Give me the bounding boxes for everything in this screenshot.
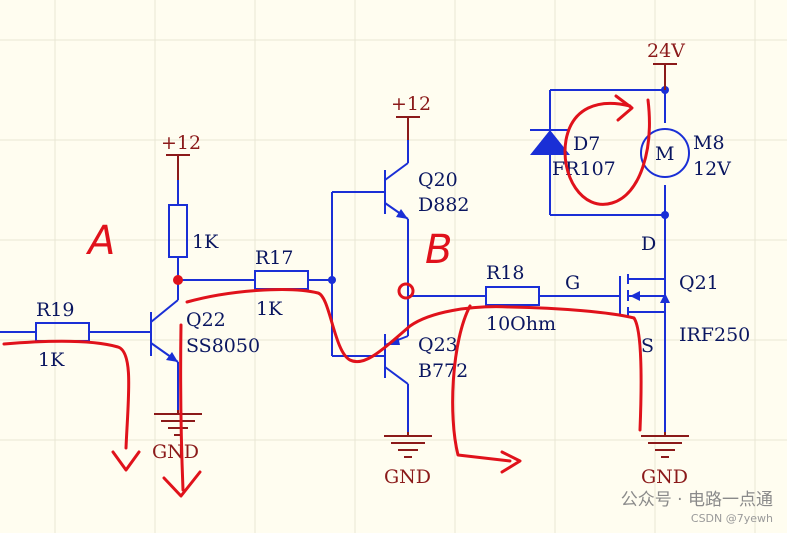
push-pull-base-bus [328,191,384,357]
r19-resistor [0,322,150,342]
pullup-value: 1K [192,231,219,253]
m8-value: 12V [693,158,731,180]
m8-symbol: M [655,143,674,165]
d7-ref: D7 [573,133,600,155]
q20-part: D882 [418,194,470,216]
watermark-main: 公众号 · 电路一点通 [620,490,773,510]
q21-mosfet [619,215,670,432]
m8-motor [640,128,690,178]
annotation-a: A [85,218,115,264]
q20-ref: Q20 [418,169,458,191]
power-12v-b-label: +12 [391,93,431,115]
q23-transistor [384,334,409,432]
q21-drain-label: D [641,233,656,255]
gnd-q21-label: GND [641,466,688,488]
q21-source-label: S [641,335,654,357]
gnd-q22-symbol [154,410,202,436]
d7-part: FR107 [552,158,616,180]
gnd-q23-symbol [384,432,432,458]
q22-ref: Q22 [186,309,226,331]
q21-ref-label: Q21 [679,272,719,294]
q22-transistor [150,278,179,410]
power-12v-a-symbol [166,154,190,180]
q20-transistor [384,140,409,336]
r19-ref: R19 [36,299,74,321]
q23-ref: Q23 [418,334,458,356]
q22-part: SS8050 [186,335,260,357]
power-12v-a-label: +12 [161,132,201,154]
annotation-b: B [425,227,452,273]
gnd-q23-label: GND [384,466,431,488]
gnd-q22-label: GND [152,441,199,463]
power-24v-symbol [653,63,677,90]
q21-gate-label: G [565,272,580,294]
r17-ref: R17 [255,247,293,269]
watermark: 公众号 · 电路一点通 CSDN @7yewh [621,485,773,525]
r18-value: 10Ohm [486,313,556,335]
power-24v-label: 24V [647,40,685,62]
r18-resistor [485,286,620,306]
node-a-dot [173,275,183,285]
node-b-dot [397,282,415,300]
q23-part: B772 [418,360,468,382]
r18-ref: R18 [486,262,524,284]
m8-ref: M8 [693,132,725,154]
d7-diode [530,129,570,155]
r19-value: 1K [38,349,65,371]
r17-resistor [254,270,332,290]
gnd-q21-symbol [641,432,689,458]
current-path-annotations [2,94,651,498]
watermark-sub: CSDN @7yewh [690,512,773,525]
power-12v-b-symbol [396,116,420,140]
pullup-resistor [168,180,188,280]
motor-diode-loop [549,86,669,219]
r17-value: 1K [256,298,283,320]
q21-part-label: IRF250 [679,324,750,346]
